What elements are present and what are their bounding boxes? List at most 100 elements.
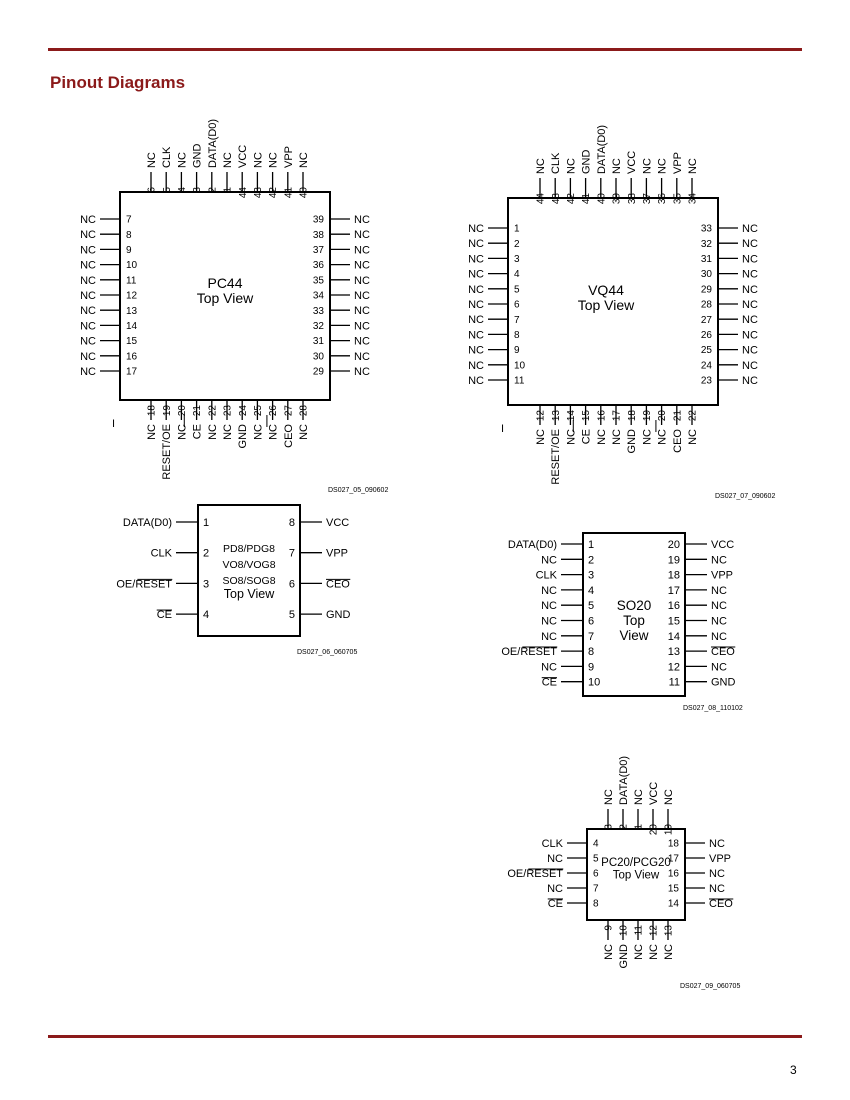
- pin-label-nc: NC: [80, 320, 96, 332]
- pin-number: 16: [596, 410, 607, 422]
- pin-label-vpp: VPP: [326, 548, 348, 560]
- pin-label-nc: NC: [541, 585, 557, 597]
- pin-label-oe-reset: OE/RESET: [507, 868, 563, 880]
- pin-label-ceo: CEO: [672, 429, 684, 453]
- pin-number: 28: [299, 405, 310, 417]
- pin-label-gnd: GND: [326, 609, 351, 621]
- pin-label-nc: NC: [687, 429, 699, 445]
- pin-label-clk: CLK: [542, 838, 564, 850]
- pin-number: 41: [581, 193, 592, 205]
- pin-number: 40: [596, 193, 607, 205]
- pin-label-clk: CLK: [536, 570, 558, 582]
- pin-number: 11: [126, 275, 137, 286]
- pin-number: 3: [192, 187, 203, 193]
- pin-number: 8: [588, 646, 594, 658]
- pin-number: 36: [313, 260, 325, 271]
- pin-label-nc: NC: [468, 223, 484, 235]
- pin-number: 27: [283, 405, 294, 417]
- pin-label-nc: NC: [709, 883, 725, 895]
- pin-number: 17: [668, 585, 680, 597]
- pin-label-nc: NC: [268, 152, 280, 168]
- pin-label-nc: NC: [742, 223, 758, 235]
- pin-label-nc: NC: [298, 424, 310, 440]
- pin-label-ce: CE: [581, 429, 593, 444]
- pin-number: 10: [588, 677, 600, 689]
- pin-number: 1: [203, 517, 209, 529]
- pin-number: 13: [126, 306, 138, 317]
- package-name: PC20/PCG20: [601, 857, 671, 869]
- pin-label-nc: NC: [176, 152, 188, 168]
- pin-label-nc: NC: [541, 661, 557, 673]
- pin-number: 43: [253, 187, 264, 199]
- pin-number: 18: [627, 410, 638, 422]
- pin-number: 36: [657, 193, 668, 205]
- vq44-pinout-diagram: 44NC43CLK42NC41GND40DATA(D0)39NC38VCC37N…: [468, 125, 775, 500]
- pin-label-gnd: GND: [618, 944, 630, 969]
- pin-label-data-d0: DATA(D0): [508, 539, 557, 551]
- top-rule: [48, 48, 802, 51]
- package-body: [507, 197, 719, 406]
- pin-label-clk: CLK: [161, 146, 173, 168]
- package-name: SO20: [617, 598, 652, 613]
- pin-label-vcc: VCC: [626, 151, 638, 174]
- pin-label-nc: NC: [742, 329, 758, 341]
- pin-number: 18: [668, 570, 680, 582]
- pin-label-vpp: VPP: [711, 570, 733, 582]
- pin-number: 30: [313, 351, 325, 362]
- pin-label-nc: NC: [565, 429, 577, 445]
- figure-code: DS027_09_060705: [680, 983, 740, 990]
- pin-number: 6: [514, 300, 520, 311]
- pin-number: 5: [588, 600, 594, 612]
- pin-number: 15: [581, 410, 592, 422]
- pin-number: 32: [313, 321, 325, 332]
- pin-number: 19: [162, 405, 173, 417]
- pin-number: 9: [604, 925, 615, 931]
- package-body: [119, 191, 331, 401]
- pin-label-nc: NC: [80, 366, 96, 378]
- pin-label-gnd: GND: [237, 424, 249, 449]
- pin-number: 6: [593, 869, 599, 880]
- package-name: SO8/SOG8: [222, 575, 275, 587]
- package-name: PC44: [207, 275, 242, 291]
- pin-number: 3: [514, 254, 520, 265]
- pin-label-nc: NC: [663, 944, 675, 960]
- pin-number: 7: [588, 631, 594, 643]
- pin-label-nc: NC: [354, 244, 370, 256]
- pin-label-nc: NC: [354, 320, 370, 332]
- pin-number: 21: [672, 410, 683, 422]
- pc44-pinout-diagram: 6NC5CLK4NC3GND2DATA(D0)1NC44VCC43NC42NC4…: [80, 119, 388, 494]
- pin-label-gnd: GND: [626, 429, 638, 454]
- pc20-pinout-diagram: 3NC2DATA(D0)1NC20VCC19NC9NC10GND11NC12NC…: [507, 756, 740, 990]
- pin-label-nc: NC: [596, 429, 608, 445]
- pin-label-nc: NC: [657, 158, 669, 174]
- pin-number: 28: [701, 300, 713, 311]
- pin-number: 19: [664, 824, 675, 836]
- pin-label-gnd: GND: [192, 144, 204, 169]
- pin-number: 17: [668, 854, 680, 865]
- pin-number: 10: [619, 925, 630, 937]
- pin-number: 22: [207, 405, 218, 417]
- pin-label-nc: NC: [354, 290, 370, 302]
- pin-number: 39: [612, 193, 623, 205]
- pin-label-nc: NC: [611, 429, 623, 445]
- pin-label-nc: NC: [611, 158, 623, 174]
- pin-number: 8: [289, 517, 295, 529]
- pin-number: 14: [566, 410, 577, 422]
- pin-label-nc: NC: [742, 238, 758, 250]
- pin-number: 1: [634, 824, 645, 830]
- pin-label-nc: NC: [222, 152, 234, 168]
- pin-label-vcc: VCC: [237, 145, 249, 168]
- pin-number: 2: [203, 548, 209, 560]
- package-name: VO8/VOG8: [222, 559, 275, 571]
- pin-number: 13: [668, 646, 680, 658]
- pin-number: 7: [126, 215, 132, 226]
- pin-number: 40: [299, 187, 310, 199]
- pin-label-nc: NC: [354, 229, 370, 241]
- pin-label-ceo: CEO: [326, 578, 350, 590]
- pin-label-vcc: VCC: [711, 539, 734, 551]
- pin-number: 15: [668, 884, 680, 895]
- pin-number: 39: [313, 215, 325, 226]
- pin-number: 22: [688, 410, 699, 422]
- pin-label-nc: NC: [354, 366, 370, 378]
- pin-label-nc: NC: [547, 883, 563, 895]
